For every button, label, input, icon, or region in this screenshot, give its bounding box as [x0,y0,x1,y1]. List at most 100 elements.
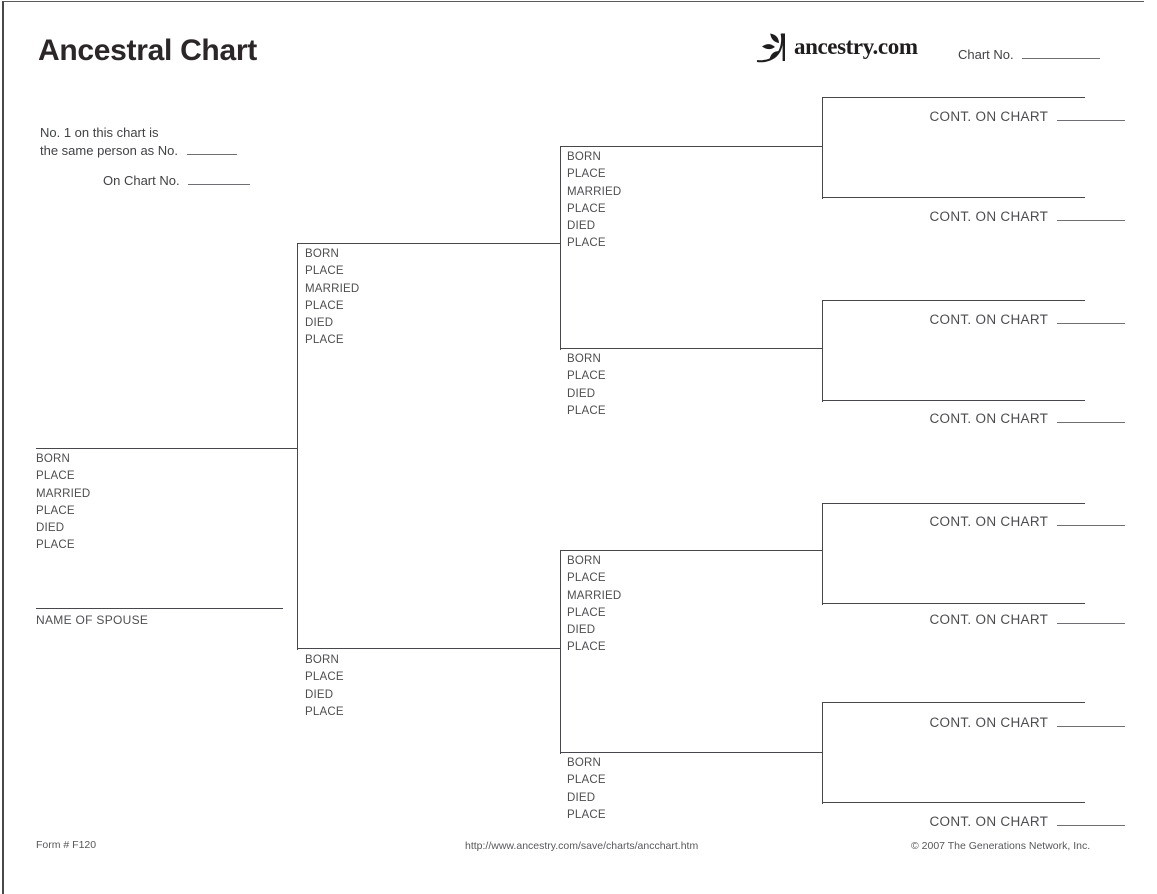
died-label: DIED [567,791,596,804]
cont-on-chart-label: CONT. ON CHART [929,312,1048,327]
great-grandparent-3-name-line [822,300,1085,301]
cont-chart-no-blank [1057,209,1125,221]
father-name-line [297,243,560,244]
on-chart-no-label: On Chart No. [103,173,180,188]
gen2-bracket-line [297,243,298,650]
note-line-2: the same person as No. [40,143,237,158]
ancestry-logo-text: ancestry.com [794,34,918,59]
died-label: DIED [36,522,65,535]
paternal-grandfather-name-line [560,146,822,147]
footer-url: http://www.ancestry.com/save/charts/ancc… [465,840,699,852]
died-label: DIED [305,688,334,701]
cont-on-chart-entry-7: CONT. ON CHART [929,715,1125,730]
place-label: PLACE [567,370,606,383]
paternal-grandmother-labels: BORN PLACE DIED PLACE [567,351,606,420]
place-label: PLACE [305,671,344,684]
place-label: PLACE [305,334,344,347]
ancestry-leaf-icon [756,33,785,63]
cont-on-chart-label: CONT. ON CHART [929,715,1048,730]
place-label: PLACE [567,606,606,619]
note-line-3: On Chart No. [103,173,251,188]
footer-copyright: © 2007 The Generations Network, Inc. [911,840,1091,852]
mother-labels: BORN PLACE DIED PLACE [305,652,344,721]
spouse-name-line [36,608,283,609]
great-grandparent-8-name-line [822,802,1085,803]
born-label: BORN [305,248,340,260]
father-labels: BORN PLACE MARRIED PLACE DIED PLACE [305,246,359,350]
cont-on-chart-entry-6: CONT. ON CHART [929,612,1125,627]
place-label: PLACE [567,808,606,821]
page-title: Ancestral Chart [38,34,257,67]
cont-on-chart-entry-3: CONT. ON CHART [929,312,1125,327]
married-label: MARRIED [567,589,622,602]
place-label: PLACE [36,470,75,483]
cont-on-chart-entry-8: CONT. ON CHART [929,814,1125,829]
born-label: BORN [567,353,602,365]
same-person-label: the same person as No. [40,143,179,158]
married-label: MARRIED [36,487,91,500]
place-label: PLACE [567,774,606,787]
mother-name-line [297,648,560,649]
born-label: BORN [567,757,602,769]
cont-on-chart-label: CONT. ON CHART [929,514,1048,529]
maternal-grandmother-name-line [560,752,822,753]
maternal-grandfather-labels: BORN PLACE MARRIED PLACE DIED PLACE [567,553,621,657]
born-label: BORN [567,555,602,567]
born-label: BORN [36,453,71,465]
cont-on-chart-entry-2: CONT. ON CHART [929,209,1125,224]
cont-on-chart-entry-1: CONT. ON CHART [929,109,1125,124]
place-label: PLACE [305,705,344,718]
place-label: PLACE [567,237,606,250]
paternal-grandfather-labels: BORN PLACE MARRIED PLACE DIED PLACE [567,149,621,253]
married-label: MARRIED [305,282,360,295]
gen3-paternal-bracket-line [560,146,561,350]
cont-on-chart-label: CONT. ON CHART [929,612,1048,627]
on-chart-no-blank [188,173,251,185]
place-label: PLACE [305,265,344,278]
died-label: DIED [567,624,596,637]
cont-chart-no-blank [1057,411,1125,423]
cont-on-chart-label: CONT. ON CHART [929,411,1048,426]
cont-on-chart-entry-5: CONT. ON CHART [929,514,1125,529]
married-label: MARRIED [567,185,622,198]
great-grandparent-4-name-line [822,400,1085,401]
cont-on-chart-label: CONT. ON CHART [929,814,1048,829]
place-label: PLACE [567,202,606,215]
died-label: DIED [305,317,334,330]
cont-chart-no-blank [1057,715,1125,727]
born-label: BORN [567,151,602,163]
same-person-blank [186,143,237,155]
place-label: PLACE [567,404,606,417]
maternal-grandmother-labels: BORN PLACE DIED PLACE [567,755,606,824]
note-line-1: No. 1 on this chart is [40,125,159,140]
ancestry-logo: ancestry.com [754,30,918,64]
great-grandparent-6-name-line [822,603,1085,604]
person1-labels: BORN PLACE MARRIED PLACE DIED PLACE [36,451,90,555]
born-label: BORN [305,654,340,666]
paternal-grandmother-name-line [560,348,822,349]
cont-chart-no-blank [1057,814,1125,826]
cont-on-chart-entry-4: CONT. ON CHART [929,411,1125,426]
place-label: PLACE [567,572,606,585]
chart-no-field: Chart No. [958,47,1101,62]
gen4-bracket-1-line [822,97,823,199]
cont-chart-no-blank [1057,612,1125,624]
cont-chart-no-blank [1057,109,1125,121]
place-label: PLACE [567,168,606,181]
chart-no-blank [1022,47,1101,59]
died-label: DIED [567,220,596,233]
great-grandparent-1-name-line [822,97,1085,98]
place-label: PLACE [305,299,344,312]
gen4-bracket-4-line [822,702,823,804]
died-label: DIED [567,387,596,400]
cont-chart-no-blank [1057,514,1125,526]
chart-no-label: Chart No. [958,47,1014,62]
cont-on-chart-label: CONT. ON CHART [929,209,1048,224]
gen3-maternal-bracket-line [560,550,561,754]
cont-on-chart-label: CONT. ON CHART [929,109,1048,124]
person1-name-line [36,448,297,449]
place-label: PLACE [36,504,75,517]
form-number: Form # F120 [36,839,97,851]
great-grandparent-7-name-line [822,702,1085,703]
